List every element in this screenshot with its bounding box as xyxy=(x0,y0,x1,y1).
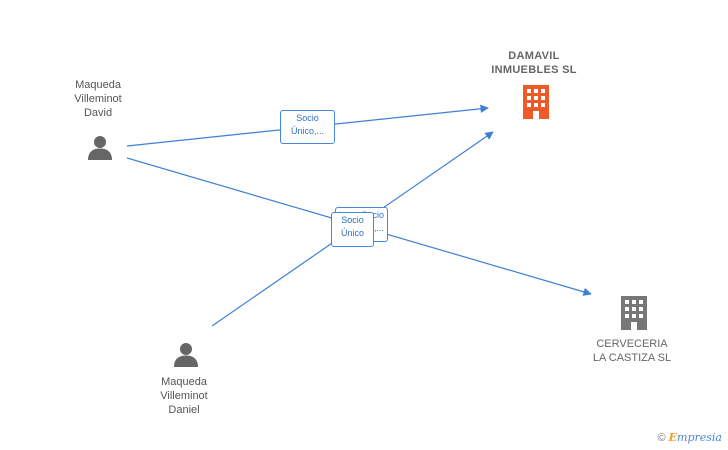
building-icon[interactable] xyxy=(519,84,553,125)
person-david-name-line-2: Villeminot xyxy=(74,93,122,105)
edge-label-line-1: Socio xyxy=(341,215,364,225)
edge-label-line-2: Único,... xyxy=(290,126,324,136)
person-david-name[interactable]: Maqueda Villeminot David xyxy=(48,78,148,120)
person-david-name-line-1: Maqueda xyxy=(75,79,121,91)
brand-rest: mpresia xyxy=(677,431,722,444)
company-damavil-name-line-2: INMUEBLES SL xyxy=(491,64,577,76)
person-icon[interactable] xyxy=(172,340,200,373)
company-cerveceria-name[interactable]: CERVECERIA LA CASTIZA SL xyxy=(572,337,692,365)
company-damavil-name[interactable]: DAMAVIL INMUEBLES SL xyxy=(474,49,594,77)
edge-label-center-front[interactable]: Socio Único xyxy=(331,212,374,247)
empresia-logo: © Empresia xyxy=(657,431,722,444)
person-daniel-name[interactable]: Maqueda Villeminot Daniel xyxy=(134,375,234,417)
building-icon[interactable] xyxy=(617,295,651,336)
person-daniel-name-line-1: Maqueda xyxy=(161,376,207,388)
edge-label-line-1: Socio xyxy=(296,113,319,123)
company-damavil-name-line-1: DAMAVIL xyxy=(508,50,560,62)
company-cerveceria-name-line-2: LA CASTIZA SL xyxy=(592,352,672,364)
company-cerveceria-name-line-1: CERVECERIA xyxy=(596,338,668,350)
brand-initial: E xyxy=(668,431,678,444)
person-daniel-name-line-3: Daniel xyxy=(168,404,200,416)
edge-label-line-2: Único xyxy=(340,228,364,238)
person-daniel-name-line-2: Villeminot xyxy=(160,390,208,402)
person-icon[interactable] xyxy=(86,133,114,166)
edge-label-david-damavil[interactable]: Socio Único,... xyxy=(280,110,335,144)
copyright-symbol: © xyxy=(657,432,666,444)
person-david-name-line-3: David xyxy=(83,107,113,119)
